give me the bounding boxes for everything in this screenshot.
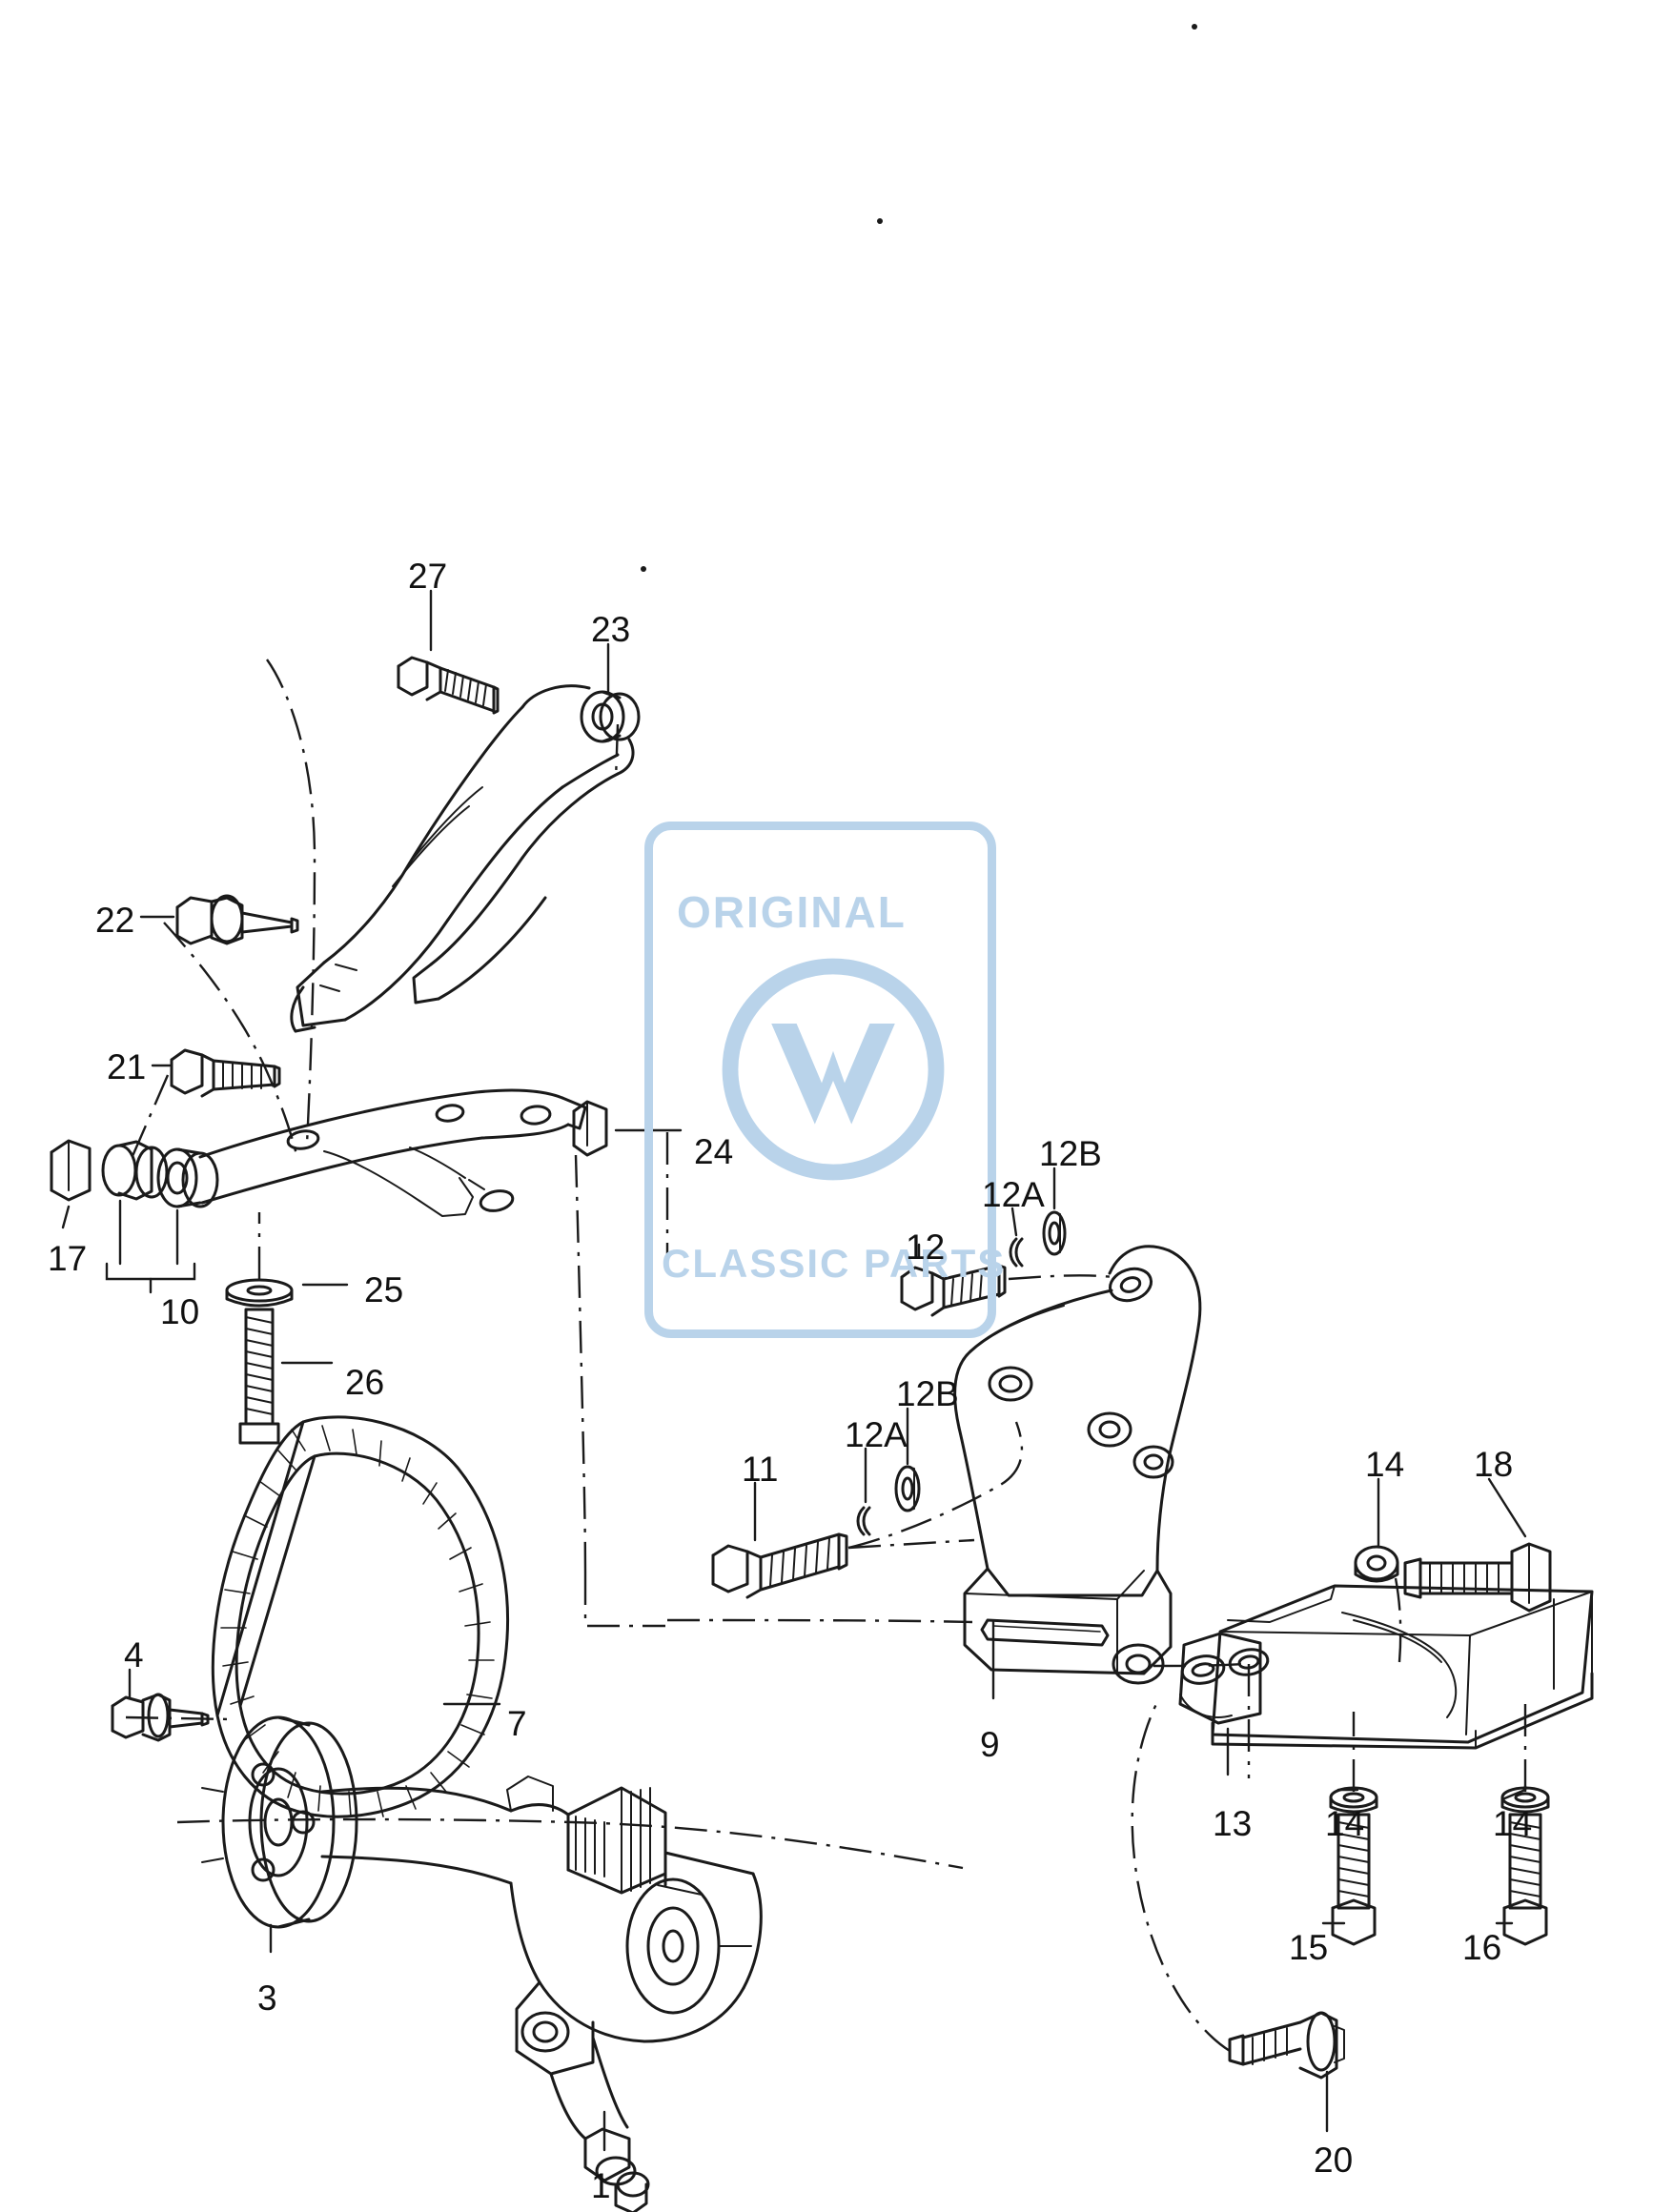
part-1-alternator <box>320 1776 763 2212</box>
part-24-nut <box>572 1100 608 1157</box>
part-15-bolt <box>1331 1813 1377 1946</box>
callout-24: 24 <box>694 1132 734 1171</box>
callout-14: 14 <box>1325 1804 1365 1843</box>
callout-12A: 12A <box>982 1175 1045 1214</box>
part-12B-washer-lower <box>894 1465 921 1512</box>
callout-18: 18 <box>1474 1445 1514 1484</box>
part-25-washer <box>225 1278 294 1308</box>
part-9-bracket <box>953 1245 1202 1685</box>
callout-10: 10 <box>160 1292 200 1331</box>
part-17-nut <box>50 1139 92 1202</box>
callout-4: 4 <box>124 1635 144 1674</box>
callout-25: 25 <box>364 1270 404 1309</box>
callout-3: 3 <box>257 1979 277 2018</box>
callout-20: 20 <box>1314 2141 1354 2180</box>
part-3-pulley <box>201 1715 358 1929</box>
callout-12B: 12B <box>1039 1134 1102 1173</box>
callout-12: 12 <box>906 1228 946 1267</box>
part-14-washer-top <box>1354 1545 1399 1583</box>
callout-9: 9 <box>980 1725 1000 1764</box>
callout-12A: 12A <box>845 1415 908 1454</box>
part-4-bolt <box>111 1693 210 1742</box>
part-26-stud <box>238 1308 280 1445</box>
callout-16: 16 <box>1462 1928 1502 1967</box>
callout-12B: 12B <box>896 1374 959 1413</box>
part-21-bolt <box>170 1048 281 1098</box>
part-upper-bracket <box>290 684 635 1033</box>
part-27-bolt <box>397 656 500 715</box>
callout-23: 23 <box>591 610 631 649</box>
part-11-bolt <box>711 1532 848 1599</box>
callout-17: 17 <box>48 1239 88 1278</box>
callout-15: 15 <box>1289 1928 1329 1967</box>
part-12A-spring-washer-lower <box>856 1506 871 1536</box>
callout-11: 11 <box>742 1450 779 1489</box>
part-7-v-belt <box>211 1415 509 1818</box>
part-12A-spring-washer-upper <box>1009 1237 1024 1268</box>
callout-26: 26 <box>345 1363 385 1402</box>
callout-13: 13 <box>1213 1804 1253 1843</box>
part-20-screw <box>1228 2011 1345 2080</box>
part-12B-washer-upper <box>1042 1210 1067 1256</box>
callout-22: 22 <box>95 901 135 940</box>
callout-14: 14 <box>1365 1445 1405 1484</box>
callout-7: 7 <box>507 1704 527 1743</box>
callout-1: 1 <box>591 2166 611 2205</box>
callout-14: 14 <box>1493 1804 1533 1843</box>
callout-21: 21 <box>107 1047 147 1086</box>
callout-27: 27 <box>408 557 448 596</box>
part-16-bolt <box>1502 1813 1548 1946</box>
